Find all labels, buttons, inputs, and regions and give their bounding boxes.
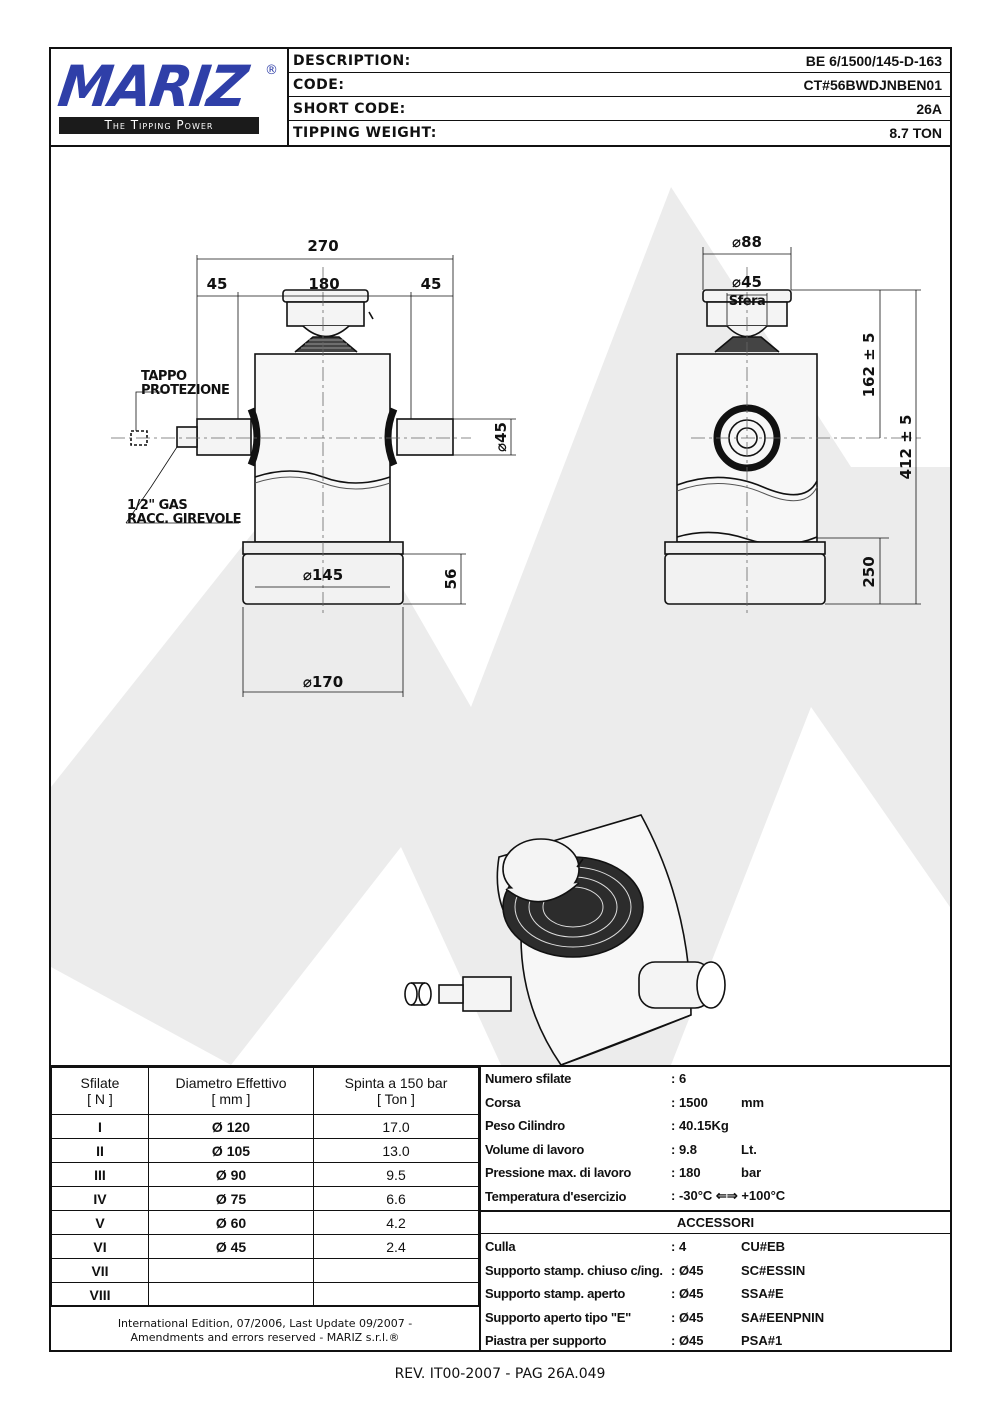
section-divider (479, 1067, 481, 1352)
label-swivel-fitting-line2: RACC. GIREVOLE (127, 512, 241, 527)
short-code-value: 26A (916, 100, 942, 117)
stages-table: Sfilate[ N ] Diametro Effettivo[ mm ] Sp… (51, 1067, 479, 1307)
specs-section: Sfilate[ N ] Diametro Effettivo[ mm ] Sp… (51, 1065, 950, 1353)
description-label: DESCRIPTION: (293, 52, 411, 69)
description-value: BE 6/1500/145-D-163 (805, 52, 942, 69)
label-swivel-fitting-line1: 1/2" GAS (127, 498, 187, 513)
dim-ball-diameter: ⌀45 (732, 273, 762, 291)
spec-row: Numero sfilate: 6 (485, 1071, 687, 1087)
col-stages: Sfilate[ N ] (51, 1067, 149, 1115)
code-value: CT#56BWDJNBEN01 (803, 76, 942, 93)
technical-drawing: 270 45 180 45 ⌀45 ⌀145 56 ⌀170 ⌀88 ⌀45 1… (51, 187, 950, 1065)
spec-row: Temperatura d'esercizio: -30°C ⇐⇒ +100°C (485, 1188, 786, 1204)
logo: MARIZ ® The Tipping Power (51, 49, 289, 147)
footnote-line1: International Edition, 07/2006, Last Upd… (117, 1317, 413, 1330)
header-row-description: DESCRIPTION: BE 6/1500/145-D-163 (289, 49, 950, 73)
label-protection-cap-line1: TAPPO (141, 369, 187, 384)
footnote-line2: Amendments and errors reserved - MARIZ s… (130, 1331, 400, 1344)
dim-lower-height: 250 (860, 556, 878, 587)
dim-left-offset: 45 (207, 275, 228, 293)
watermark-logo (51, 187, 950, 1065)
dim-pin-diameter: ⌀45 (492, 422, 510, 452)
label-protection-cap-line2: PROTEZIONE (141, 383, 229, 398)
tipping-weight-label: TIPPING WEIGHT: (293, 125, 437, 141)
short-code-label: SHORT CODE: (293, 100, 406, 117)
dim-body-diameter: ⌀145 (303, 566, 343, 584)
header-row-tipping-weight: TIPPING WEIGHT: 8.7 TON (289, 121, 950, 145)
brand-wordmark: MARIZ (54, 53, 251, 120)
stages-table-header: Sfilate[ N ] Diametro Effettivo[ mm ] Sp… (51, 1067, 479, 1115)
table-row: VII (51, 1258, 479, 1283)
dim-total-width: 270 (307, 237, 338, 255)
dim-ball-label: Sfera (729, 294, 766, 309)
spec-row: Peso Cilindro: 40.15Kg (485, 1118, 729, 1134)
drawing-sheet: MARIZ ® The Tipping Power DESCRIPTION: B… (49, 47, 952, 1352)
table-row: VIII (51, 1282, 479, 1307)
header-row-short-code: SHORT CODE: 26A (289, 97, 950, 121)
header-row-code: CODE: CT#56BWDJNBEN01 (289, 73, 950, 97)
dim-base-diameter: ⌀170 (303, 673, 343, 691)
dim-right-offset: 45 (421, 275, 442, 293)
edition-footnote: International Edition, 07/2006, Last Upd… (51, 1305, 479, 1352)
code-label: CODE: (293, 76, 345, 93)
page-reference: REV. IT00-2007 - PAG 26A.049 (394, 1366, 606, 1382)
title-block: DESCRIPTION: BE 6/1500/145-D-163 CODE: C… (289, 49, 950, 147)
col-thrust: Spinta a 150 bar[ Ton ] (313, 1067, 479, 1115)
dim-center-width: 180 (308, 275, 339, 293)
dim-base-height: 56 (442, 569, 460, 590)
tipping-weight-value: 8.7 TON (889, 125, 942, 141)
col-effective-diameter: Diametro Effettivo[ mm ] (148, 1067, 314, 1115)
brand-tagline: The Tipping Power (59, 117, 259, 134)
dim-total-height: 412 ± 5 (897, 415, 915, 480)
dim-top-diameter: ⌀88 (732, 233, 762, 251)
registered-mark: ® (265, 63, 278, 78)
dim-upper-height: 162 ± 5 (860, 333, 878, 398)
accessories-title: ACCESSORI (481, 1212, 950, 1234)
